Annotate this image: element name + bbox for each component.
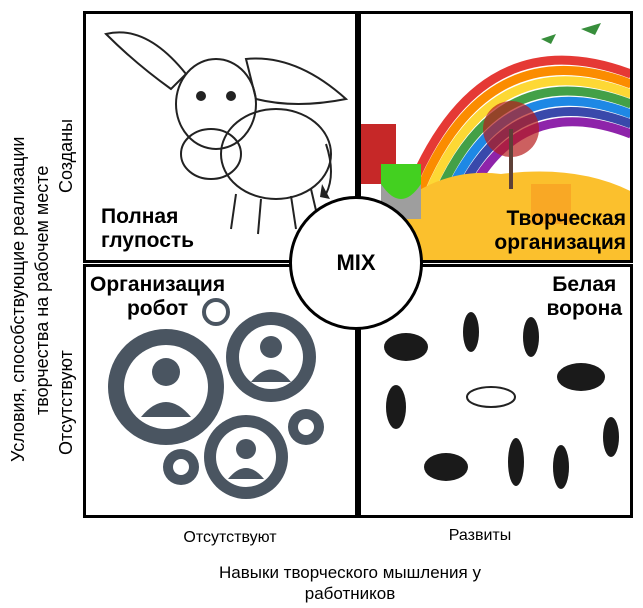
x-axis-low-label: Отсутствуют <box>183 529 277 546</box>
x-axis-title-line2: работников <box>304 584 396 603</box>
quadrant-label-robot-organization: Организация робот <box>90 273 225 321</box>
y-axis-title-line2: творчества на рабочем месте <box>32 165 52 415</box>
label-line: робот <box>126 297 189 320</box>
x-axis-high-label: Развиты <box>448 527 512 544</box>
label-line: организация <box>494 231 626 254</box>
label-line: Белая <box>552 273 617 296</box>
x-axis-title-line1: Навыки творческого мышления у <box>219 563 481 582</box>
crows-illustration <box>384 312 619 489</box>
quadrant-bottom-left: Организация робот <box>83 264 358 518</box>
center-label: MIX <box>336 250 376 275</box>
label-line: ворона <box>546 297 622 320</box>
quadrant-label-creative-organization: Творческая организация <box>494 207 626 255</box>
label-line: Организация <box>90 273 226 296</box>
quadrant-label-white-crow: Белая ворона <box>547 273 622 321</box>
label-line: Полная <box>101 205 179 228</box>
rainbow-paint-illustration <box>361 23 630 260</box>
quadrant-top-left: Полная глупость <box>83 11 358 263</box>
y-axis-high-label: Созданы <box>56 118 76 193</box>
gears-people-illustration <box>108 298 324 499</box>
quadrant-label-foolishness: Полная глупость <box>101 205 194 253</box>
label-line: Творческая <box>506 207 626 230</box>
y-axis-low-label: Отсутствуют <box>56 350 76 455</box>
label-line: глупость <box>101 229 195 252</box>
donkey-illustration <box>104 31 349 235</box>
x-axis-title: Навыки творческого мышления у работников <box>120 562 580 604</box>
center-mix-circle: MIX <box>289 196 423 330</box>
y-axis-title-line1: Условия, способствующие реализации <box>8 136 28 462</box>
